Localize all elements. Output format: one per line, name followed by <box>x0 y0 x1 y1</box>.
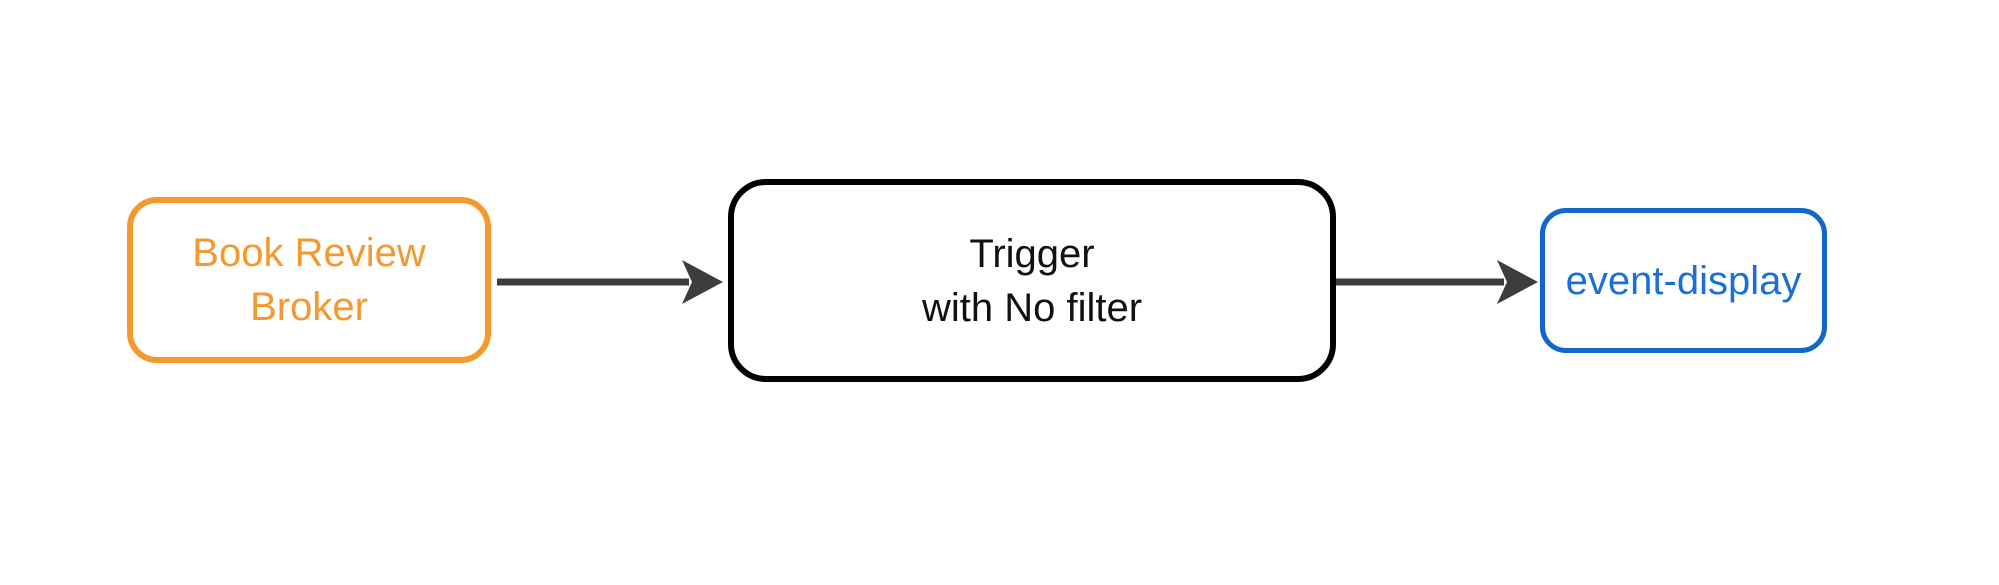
node-book-review-broker-label-line-1: Book Review <box>192 231 426 275</box>
node-event-display-label: event-display <box>1565 258 1802 303</box>
node-book-review-broker: Book Review Broker <box>127 197 491 363</box>
node-trigger-label-line-1: Trigger <box>969 231 1095 276</box>
node-book-review-broker-label-line-2: Broker <box>250 285 368 329</box>
edge-broker-to-trigger <box>497 260 723 304</box>
arrowhead-icon <box>1497 260 1538 304</box>
node-event-display: event-display <box>1540 208 1827 353</box>
edge-trigger-to-event-display <box>1336 260 1538 304</box>
node-trigger-with-no-filter: Trigger with No filter <box>728 179 1336 382</box>
arrowhead-icon <box>682 260 723 304</box>
node-trigger-label-line-2: with No filter <box>921 285 1143 330</box>
